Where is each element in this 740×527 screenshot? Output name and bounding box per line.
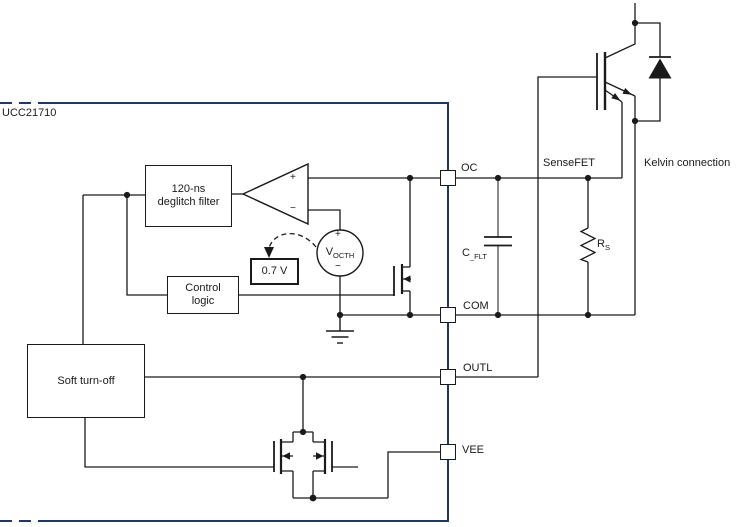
pin-vee-label: VEE xyxy=(462,444,485,456)
vocth-minus-sign: − xyxy=(335,261,341,272)
control-logic-line2: logic xyxy=(191,295,215,307)
vocth-reference-arrow xyxy=(264,233,317,258)
rs-label: RS xyxy=(597,238,610,252)
pin-outl xyxy=(440,369,456,385)
kelvin-connection-label: Kelvin connection xyxy=(644,157,731,169)
ground-icon xyxy=(326,315,354,344)
soft-turn-off-block: Soft turn-off xyxy=(27,344,145,418)
vocth-label: VOCTH xyxy=(325,246,355,260)
capacitor-icon xyxy=(484,178,512,315)
pin-com-label: COM xyxy=(463,300,489,312)
clamp-mosfet-symbol xyxy=(393,264,411,296)
pin-oc-label: OC xyxy=(461,162,478,174)
resistor-icon xyxy=(579,178,597,315)
pin-oc xyxy=(440,170,456,186)
control-logic-block: Control logic xyxy=(167,276,239,314)
pin-outl-label: OUTL xyxy=(463,362,493,374)
junction-dots xyxy=(123,19,639,502)
vocth-source-symbol xyxy=(316,229,364,277)
pin-vee xyxy=(440,444,456,460)
cflt-label: C_FLT xyxy=(462,247,487,261)
pulldown-mosfet-pair-symbol xyxy=(273,431,388,499)
igbt-symbol xyxy=(596,52,632,110)
diode-icon xyxy=(648,56,672,79)
control-logic-line1: Control xyxy=(185,282,221,294)
deglitch-filter-block: 120-ns deglitch filter xyxy=(145,165,232,227)
comparator-minus-sign: − xyxy=(290,203,296,214)
comparator-symbol xyxy=(241,162,309,226)
comparator-plus-sign: + xyxy=(290,172,296,183)
deglitch-filter-line1: 120-ns xyxy=(171,183,206,195)
deglitch-filter-line2: deglitch filter xyxy=(157,196,220,208)
soft-turn-off-label: Soft turn-off xyxy=(57,374,115,387)
sensefet-label: SenseFET xyxy=(543,157,595,169)
device-label: UCC21710 xyxy=(2,107,57,119)
vocth-plus-sign: + xyxy=(335,229,341,240)
threshold-value: 0.7 V xyxy=(261,265,288,277)
pin-com xyxy=(440,307,456,323)
threshold-value-box: 0.7 V xyxy=(250,258,299,285)
wires xyxy=(82,3,661,498)
